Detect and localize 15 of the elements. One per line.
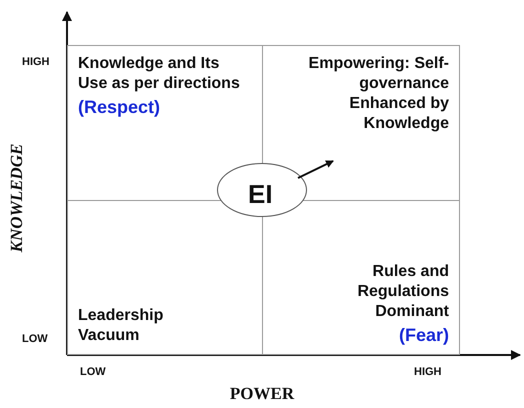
ellipse-node bbox=[217, 163, 307, 217]
axis-tick-label: LOW bbox=[80, 366, 106, 378]
axis-tick-label: HIGH bbox=[22, 56, 50, 68]
quadrant-text: Empowering: Self-governance Enhanced by Knowledge bbox=[308, 54, 449, 134]
axis-title: KNOWLEDGE bbox=[7, 143, 27, 253]
ellipse-label: EI bbox=[248, 179, 273, 209]
axis-title: POWER bbox=[228, 384, 296, 404]
quadrant-text: Leadership Vacuum bbox=[78, 306, 164, 346]
axis-tick-label: HIGH bbox=[414, 366, 442, 378]
quadrant-text: Rules and Regulations Dominant bbox=[356, 262, 449, 322]
quadrant-text: Knowledge and Its Use as per directions bbox=[78, 54, 241, 94]
quadrant-emphasis: (Fear) bbox=[398, 324, 449, 346]
axis-tick-label: LOW bbox=[22, 333, 48, 345]
quadrant-emphasis: (Respect) bbox=[78, 96, 160, 118]
arrow bbox=[298, 160, 334, 179]
